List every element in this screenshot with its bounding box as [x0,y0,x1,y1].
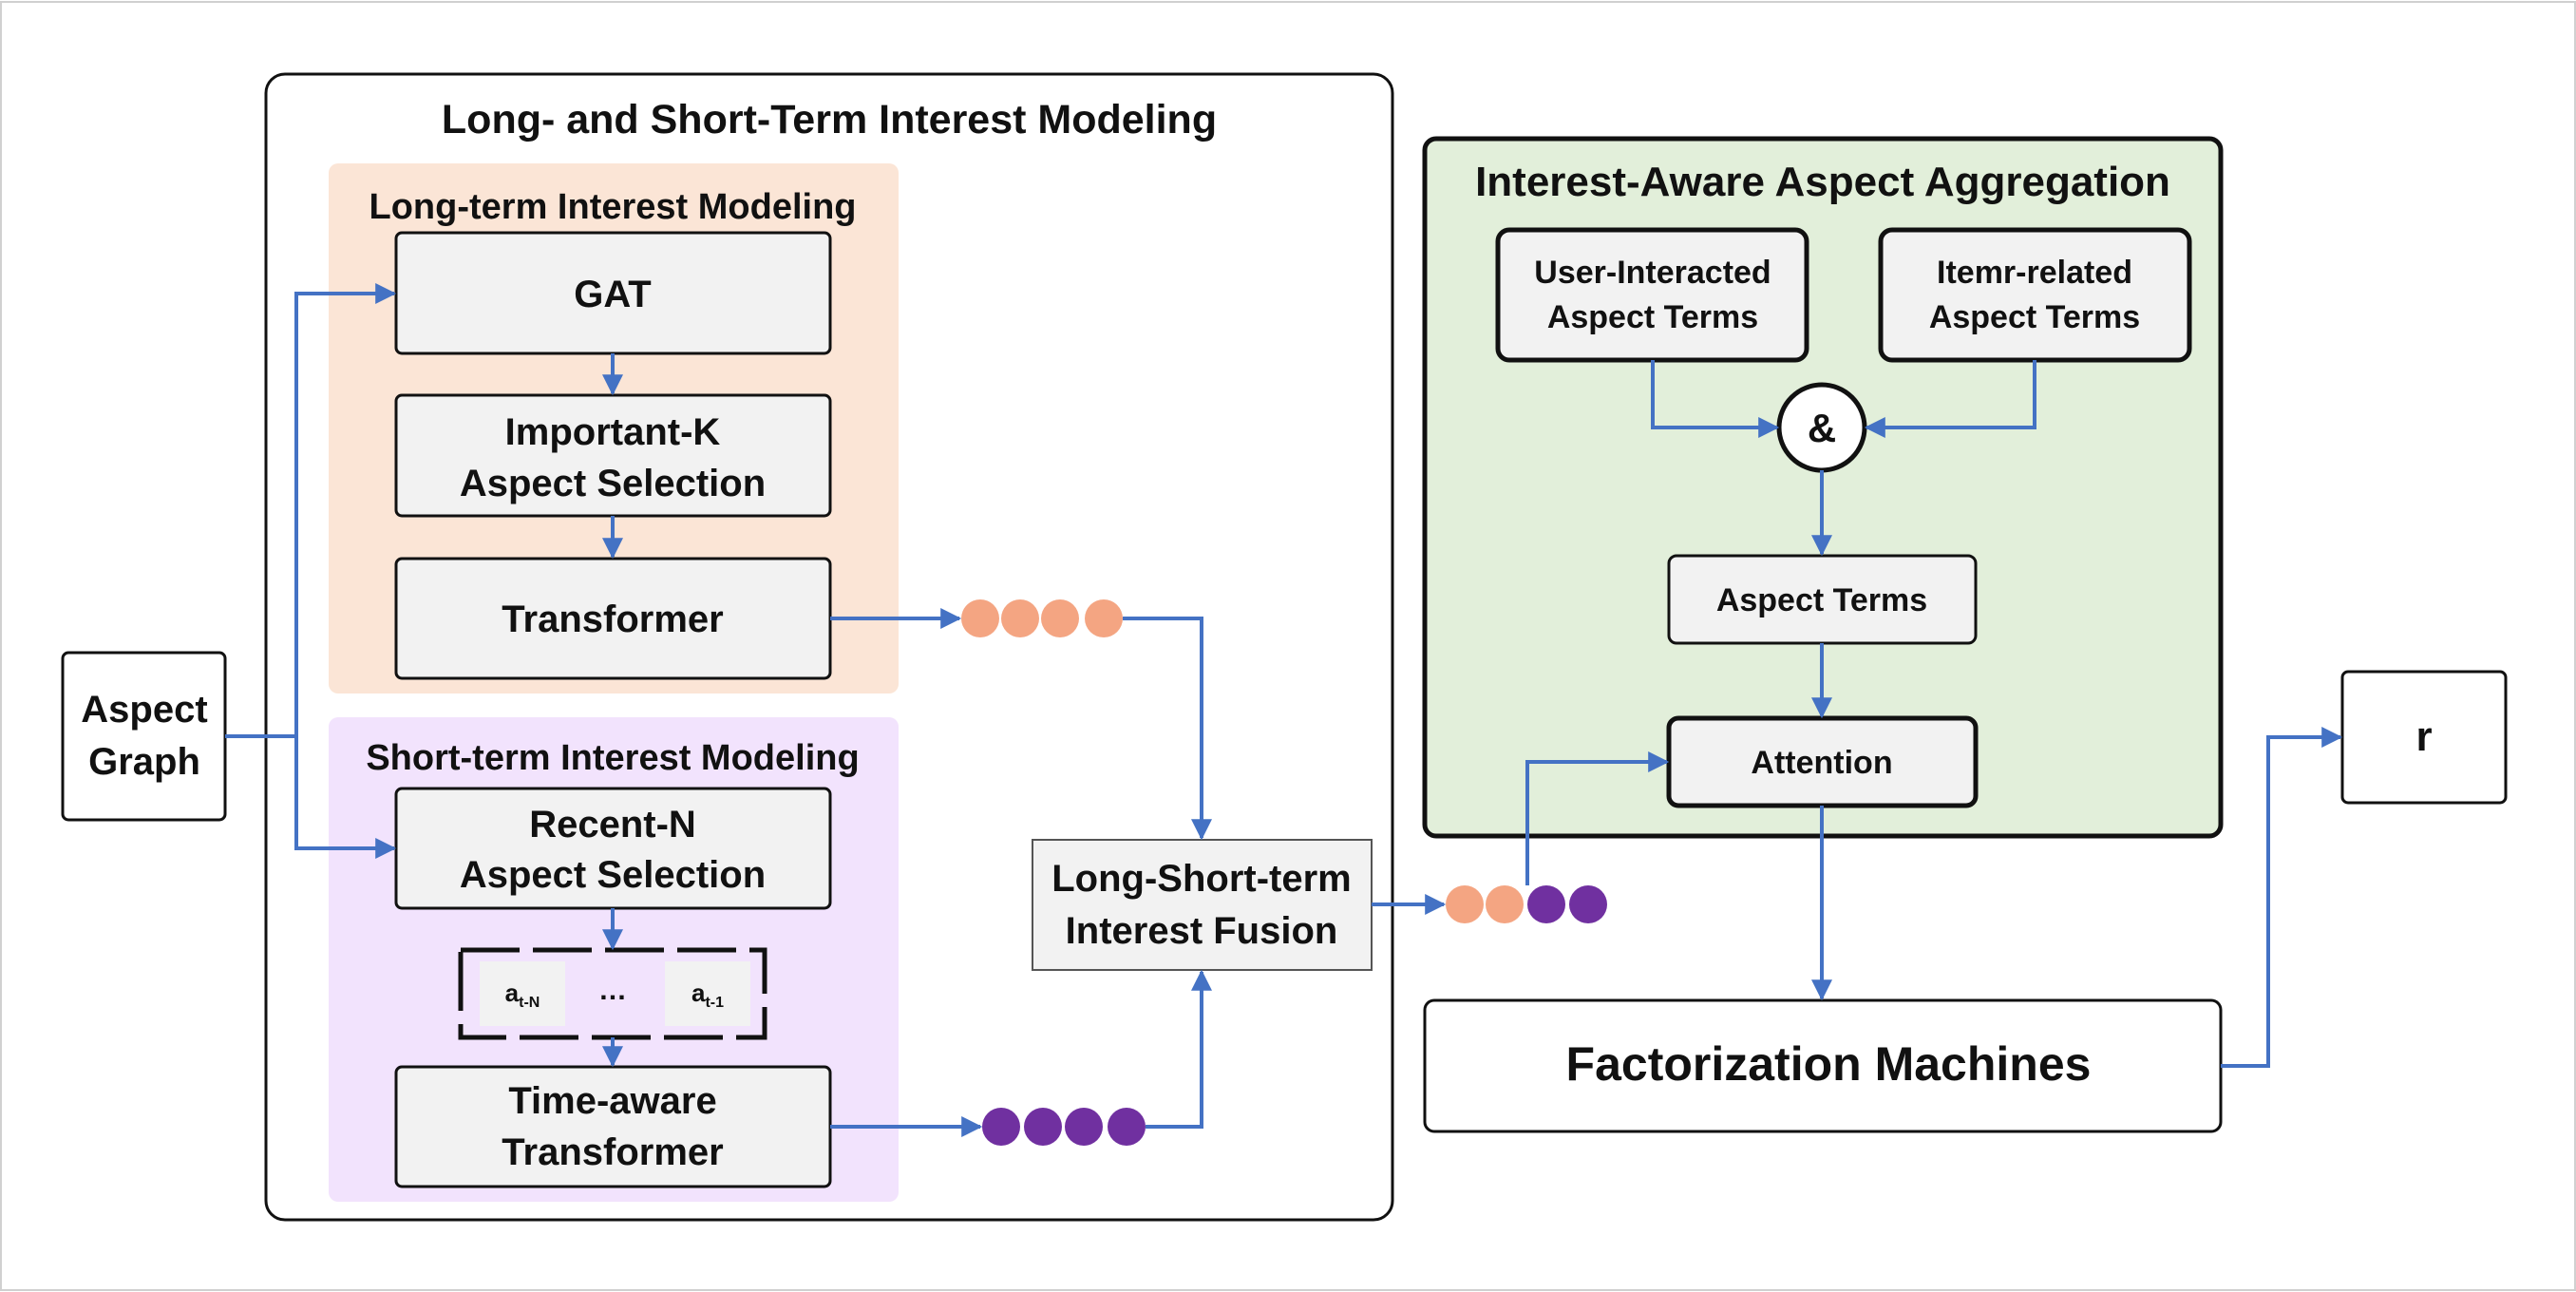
item-aspect-terms-node [1878,227,2192,363]
graph-to-gat-arrow [225,283,397,738]
orange-dot [961,599,999,637]
sequence-cell-last [665,961,750,1026]
user-aspect-terms-label-2: Aspect Terms [1547,299,1758,335]
fm-to-output-arrow [2221,727,2343,1068]
transformer-label: Transformer [502,598,723,640]
short-term-embedding [982,1108,1146,1146]
sequence-last-label: at-1 [691,978,724,1011]
orange-dot [1446,885,1484,923]
attention-label: Attention [1751,745,1892,781]
fusion-label-2: Interest Fusion [1066,910,1338,952]
long-embedding-to-fusion-arrow [1123,617,1212,841]
aspect-graph-label-2: Graph [88,741,200,783]
user-aspect-terms-label-1: User-Interacted [1534,255,1771,291]
fm-label: Factorization Machines [1566,1037,2092,1091]
orange-dot [1486,885,1524,923]
aspect-terms-label: Aspect Terms [1716,582,1927,618]
purple-dot [1569,885,1607,923]
item-terms-to-combine-arrow [1864,360,2036,438]
embedding-to-attention-arrow [1525,751,1670,885]
gat-label: GAT [574,274,651,315]
user-aspect-terms-node [1495,227,1809,363]
connectors [225,283,2343,1137]
orange-dot [1001,599,1039,637]
sequence-first-label: at-N [505,978,540,1011]
recent-n-label-1: Recent-N [529,804,696,846]
fused-embedding [1446,885,1607,923]
long-term-embedding [961,599,1123,637]
short-term-title: Short-term Interest Modeling [366,738,859,778]
graph-to-recent-n-arrow [294,736,397,859]
purple-dot [1024,1108,1062,1146]
sequence-ellipsis: … [598,975,627,1006]
purple-dot [982,1108,1020,1146]
long-term-title: Long-term Interest Modeling [369,187,857,227]
recent-n-label-2: Aspect Selection [460,854,766,896]
important-k-label-2: Aspect Selection [460,463,766,504]
fusion-label-1: Long-Short-term [1051,858,1352,900]
aggregation-title: Interest-Aware Aspect Aggregation [1475,159,2170,205]
orange-dot [1085,599,1123,637]
orange-dot [1041,599,1079,637]
aspect-graph-label-1: Aspect [81,689,207,731]
purple-dot [1527,885,1565,923]
combine-symbol: & [1808,406,1836,450]
sequence-cell-first [480,961,565,1026]
purple-dot [1108,1108,1146,1146]
time-aware-label-2: Transformer [502,1131,723,1173]
time-aware-label-1: Time-aware [508,1080,716,1122]
important-k-label-1: Important-K [505,411,721,453]
output-label: r [2415,713,2432,760]
item-aspect-terms-label-1: Itemr-related [1937,255,2132,291]
user-terms-to-combine-arrow [1651,360,1780,438]
purple-dot [1065,1108,1103,1146]
long-short-term-title: Long- and Short-Term Interest Modeling [442,97,1217,142]
aspect-graph-node [61,651,227,822]
short-embedding-to-fusion-arrow [1146,969,1212,1129]
item-aspect-terms-label-2: Aspect Terms [1929,299,2140,335]
